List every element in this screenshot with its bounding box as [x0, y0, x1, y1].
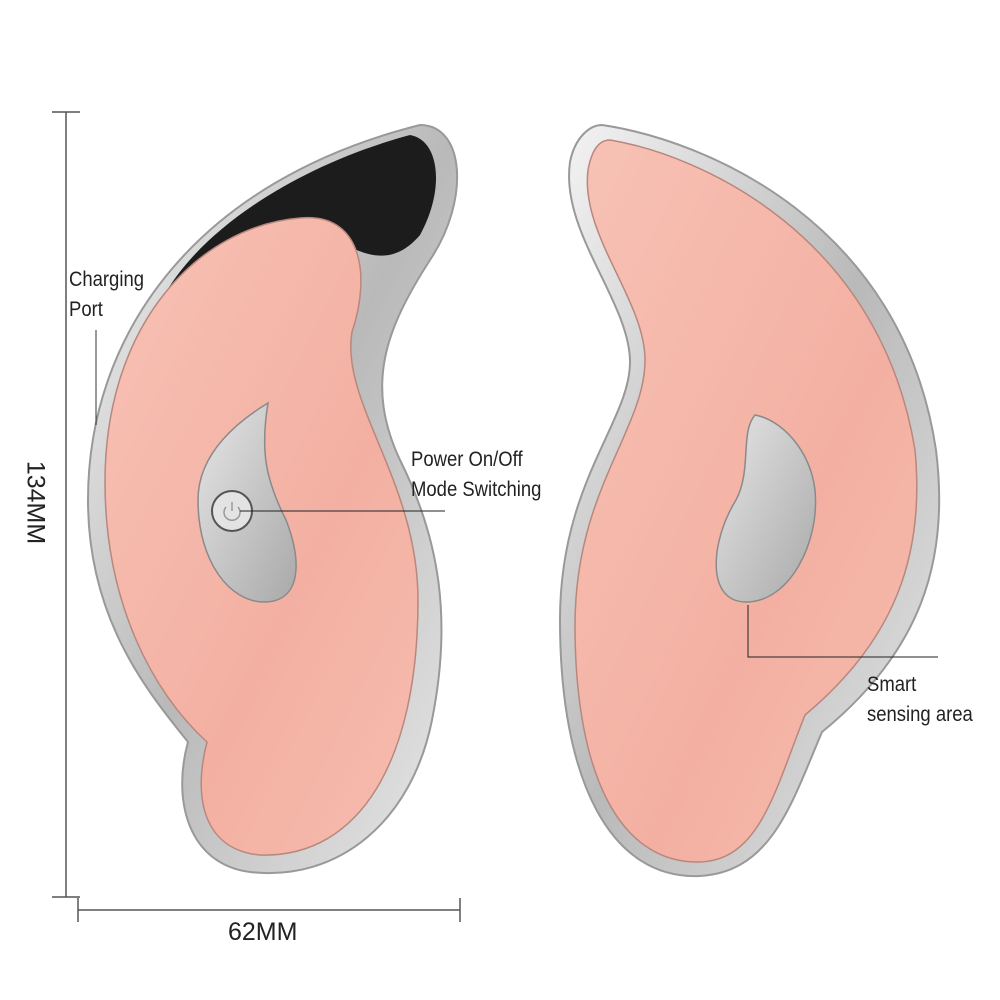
smart-sensing-label: Smart sensing area	[867, 670, 973, 730]
power-icon	[223, 502, 241, 522]
device-back	[558, 123, 941, 878]
label-line: sensing area	[867, 703, 973, 726]
width-dimension-label: 62MM	[228, 918, 298, 946]
width-dimension-line	[77, 898, 461, 922]
height-dimension-line	[52, 111, 80, 898]
smart-sensing-pad	[715, 414, 817, 603]
label-line: Port	[69, 298, 103, 321]
power-label: Power On/Off Mode Switching	[411, 445, 541, 505]
charging-port-label: Charging Port	[69, 265, 144, 325]
smart-sensing-leader	[747, 605, 938, 658]
label-line: Power On/Off	[411, 448, 523, 471]
device-front	[86, 123, 459, 875]
label-line: Mode Switching	[411, 478, 542, 501]
label-line: Charging	[69, 268, 145, 291]
label-line: Smart	[867, 673, 917, 696]
height-dimension-label: 134MM	[21, 460, 50, 545]
